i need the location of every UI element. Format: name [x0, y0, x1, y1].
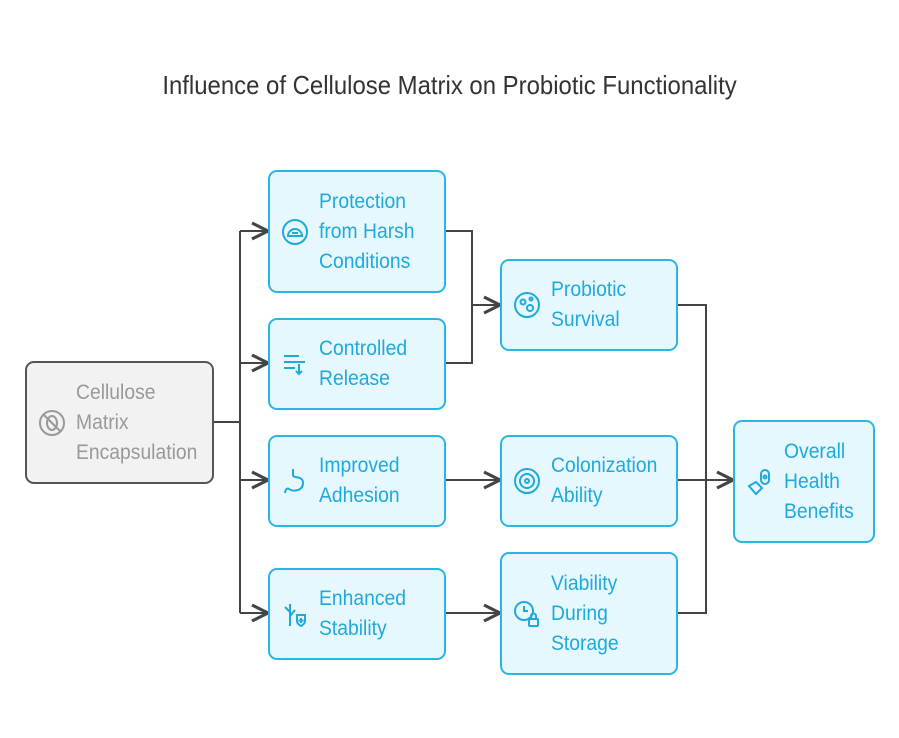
node-label: Protection from Harsh Conditions: [319, 189, 415, 273]
node-protection: Protection from Harsh Conditions: [268, 170, 446, 293]
node-label: Enhanced Stability: [319, 587, 407, 640]
plant-shield-icon: [280, 599, 310, 629]
node-label: Controlled Release: [319, 337, 408, 390]
node-controlled-release: Controlled Release: [268, 318, 446, 410]
node-label: Colonization Ability: [551, 454, 658, 507]
no-bacteria-icon: [37, 408, 67, 438]
microbe-icon: [512, 466, 542, 496]
node-probiotic-survival: Probiotic Survival: [500, 259, 678, 351]
node-cellulose-matrix: Cellulose Matrix Encapsulation: [25, 361, 214, 484]
connector-outcomes-merge: [677, 304, 707, 614]
node-label: Improved Adhesion: [319, 454, 400, 507]
node-colonization-ability: Colonization Ability: [500, 435, 678, 527]
stomach-icon: [280, 466, 310, 496]
node-enhanced-stability: Enhanced Stability: [268, 568, 446, 660]
connector-source-trunk: [213, 231, 241, 613]
pill-hand-icon: [745, 467, 775, 497]
node-label: Viability During Storage: [551, 571, 619, 655]
helmet-icon: [280, 217, 310, 247]
node-overall-health: Overall Health Benefits: [733, 420, 875, 543]
clock-lock-icon: [512, 599, 542, 629]
node-improved-adhesion: Improved Adhesion: [268, 435, 446, 527]
connector-protection-release-merge: [445, 230, 473, 364]
diagram-title: Influence of Cellulose Matrix on Probiot…: [162, 70, 737, 100]
node-label: Overall Health Benefits: [784, 439, 854, 523]
node-viability-storage: Viability During Storage: [500, 552, 678, 675]
node-label: Probiotic Survival: [551, 278, 627, 331]
release-flow-icon: [280, 349, 310, 379]
petri-dish-icon: [512, 290, 542, 320]
node-label: Cellulose Matrix Encapsulation: [76, 380, 198, 464]
